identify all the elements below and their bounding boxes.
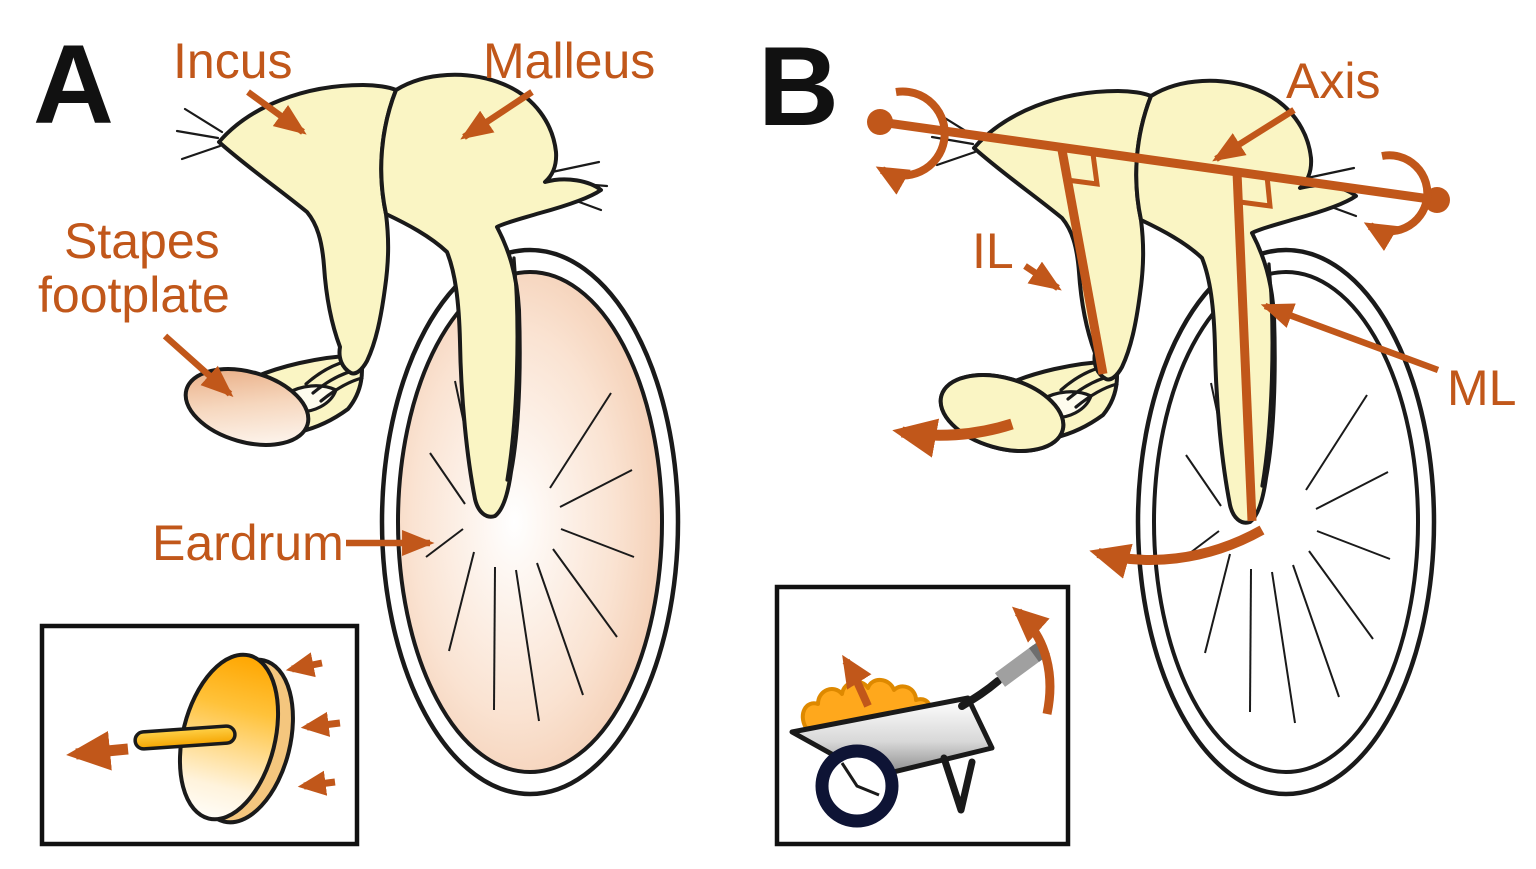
wheelbarrow-wheel-spokes (840, 762, 880, 797)
stapes-footplate-label-line1: Stapes (64, 213, 220, 269)
wheelbarrow-inset (774, 584, 1071, 847)
panel-a: A Incus Malleus Stapes footplate Eardrum (33, 22, 681, 847)
axis-line (879, 117, 1438, 205)
ml-lever-line (1232, 171, 1257, 522)
ml-label: ML (1447, 360, 1516, 416)
axis-endpoint-left (867, 109, 893, 135)
malleus-pointer-arrow (460, 89, 534, 140)
panel-b-letter: B (758, 24, 839, 149)
pushpin-stem (133, 724, 237, 751)
il-label: IL (972, 223, 1014, 279)
stapes-motion-arrow (892, 418, 1014, 458)
panel-b: B Axis IL ML (758, 24, 1516, 847)
axis-label: Axis (1286, 53, 1380, 109)
axis-pointer-arrow (1212, 107, 1296, 162)
pressure-arrow-2 (300, 711, 341, 737)
ml-pointer-arrow (1260, 302, 1440, 374)
pressure-arrow-1 (285, 652, 323, 678)
stapes-footplate-label-line2: footplate (38, 267, 230, 323)
handle-lift-arrow (1011, 606, 1055, 715)
wheelbarrow-leg (940, 754, 976, 814)
right-angle-marker-ml (1239, 175, 1273, 209)
il-pointer-arrow (1023, 261, 1062, 291)
stapes-pointer-arrow (162, 333, 234, 398)
eardrum-membrane (396, 270, 664, 774)
rotation-arrow-left (875, 87, 949, 195)
incus-label: Incus (173, 33, 293, 89)
rotation-arrow-right (1363, 151, 1432, 251)
malleus-label: Malleus (483, 33, 655, 89)
eardrum-label: Eardrum (152, 515, 344, 571)
load-lift-arrow (842, 654, 872, 708)
piston-inset (39, 623, 360, 847)
incus-pointer-arrow (246, 89, 307, 135)
pressure-arrow-3 (297, 770, 336, 796)
wheelbarrow-handle (958, 677, 1002, 710)
right-angle-marker-il (1066, 153, 1100, 187)
wheelbarrow-grip (994, 645, 1044, 687)
umbo-motion-arrow (1089, 525, 1265, 579)
panel-a-letter: A (33, 22, 114, 147)
piston-out-arrow (66, 731, 129, 771)
il-lever-line (1057, 149, 1108, 375)
